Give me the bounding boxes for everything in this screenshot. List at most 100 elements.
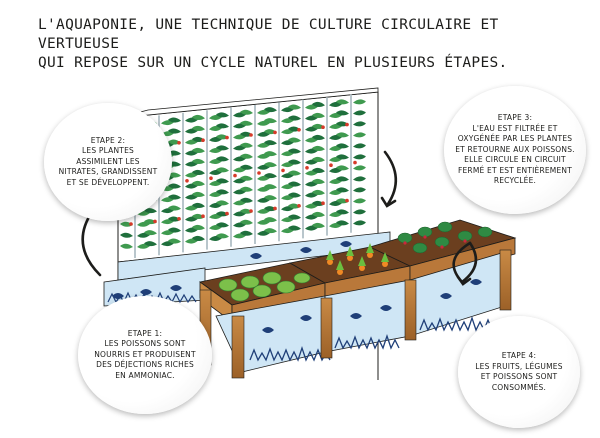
etape2-line: ASSIMILENT LES [76,156,140,166]
plant-leaf [288,104,301,110]
plant-leaf [336,220,349,226]
tomato-fruit [177,141,181,145]
tomato-fruit [321,201,325,205]
plant-leaf [168,117,181,123]
plant-leaf [353,121,366,127]
plant-leaf [192,202,205,208]
plant-leaf [288,225,301,231]
plant-leaf [216,200,229,206]
plant-leaf [168,238,181,244]
plant-leaf [240,120,253,126]
plant-leaf [312,101,325,107]
plant-leaf [336,143,349,149]
etape3-line: FERMÉ ET EST ENTIÈREMENT [457,165,573,175]
plant-leaf [264,162,277,168]
plant-leaf [168,205,181,211]
plant-leaf [264,151,277,157]
bed-legs [199,249,512,379]
plant-leaf [336,187,349,193]
etape3-line: RECYCLÉE. [493,176,537,186]
tomato-fruit [297,128,301,132]
plant-leaf [288,137,301,143]
plant-leaf [144,241,157,247]
plant-leaf [288,115,301,121]
lettuce-plants [218,271,311,302]
etape4-line: LES FRUITS, LÉGUMES [475,361,563,371]
tomato-fruit [177,217,181,221]
tomato-fruit [225,135,229,140]
tomato-fruit [257,171,261,175]
plant-leaf [312,178,325,184]
grow-bed-carrots [288,246,412,301]
plant-leaf [216,156,229,162]
plant-leaf [312,134,325,140]
tomato-fruit [297,204,301,208]
plant-leaf [353,154,366,160]
tomato-fruit [249,133,253,137]
etape3-line: ELLE CIRCULE EN CIRCUIT [464,155,566,165]
plant-leaf [264,184,277,190]
tomato-fruit [153,219,157,224]
plant-leaf [353,132,366,138]
plant-leaf [336,132,349,138]
plant-leaf [288,214,301,220]
etape1-line: NOURRIS ET PRODUISENT [94,349,196,359]
plant-leaf [240,186,253,192]
carrot-plants [326,243,389,275]
plant-leaf [216,123,229,129]
plant-leaf [288,148,301,154]
plant-leaf [240,230,253,236]
plant-leaf [240,153,253,159]
plant-leaf [288,159,301,165]
tomato-fruit [249,209,253,213]
plant-leaf [216,233,229,239]
plant-leaf [192,114,205,120]
etape1-line: DES DÉJECTIONS RICHES [96,360,194,370]
plant-leaf [353,220,366,226]
tomato-fruit [353,160,357,165]
plant-leaf [353,110,366,116]
etape1-line: EN AMMONIAC. [115,370,175,380]
plant-leaf [288,192,301,198]
plant-leaf [120,232,133,238]
etape2-line: LES PLANTES [82,146,134,156]
plant-leaf [192,158,205,164]
plant-leaf [288,181,301,187]
plant-leaf [240,109,253,115]
plant-leaf [168,227,181,233]
plant-leaf [144,208,157,214]
plant-leaf [192,191,205,197]
plant-leaf [168,128,181,134]
tomato-fruit [321,125,325,129]
plant-leaf [216,222,229,228]
plant-leaf [336,176,349,182]
tomato-fruit [305,166,309,170]
etape1-line: LES POISSONS SONT [104,339,186,349]
etape1-line: ETAPE 1: [127,328,163,338]
title-line-1: L'AQUAPONIE, UNE TECHNIQUE DE CULTURE CI… [38,17,499,52]
plant-leaf [192,224,205,230]
tomato-fruit [129,222,133,226]
plant-leaf [192,147,205,153]
plant-leaf [353,165,366,171]
diagram-title: L'AQUAPONIE, UNE TECHNIQUE DE CULTURE CI… [38,16,578,73]
plant-leaf [216,167,229,173]
etape4-line: CONSOMMÉS. [491,382,547,392]
plant-leaf [312,222,325,228]
plant-leaf [264,140,277,146]
plant-leaf [120,243,133,249]
plant-leaf [168,194,181,200]
plant-leaf [336,99,349,105]
plant-leaf [353,198,366,204]
etape3-line: OXYGÉNÉE PAR LES PLANTES [457,134,573,144]
plant-leaf [192,235,205,241]
tomato-fruit [281,168,285,173]
